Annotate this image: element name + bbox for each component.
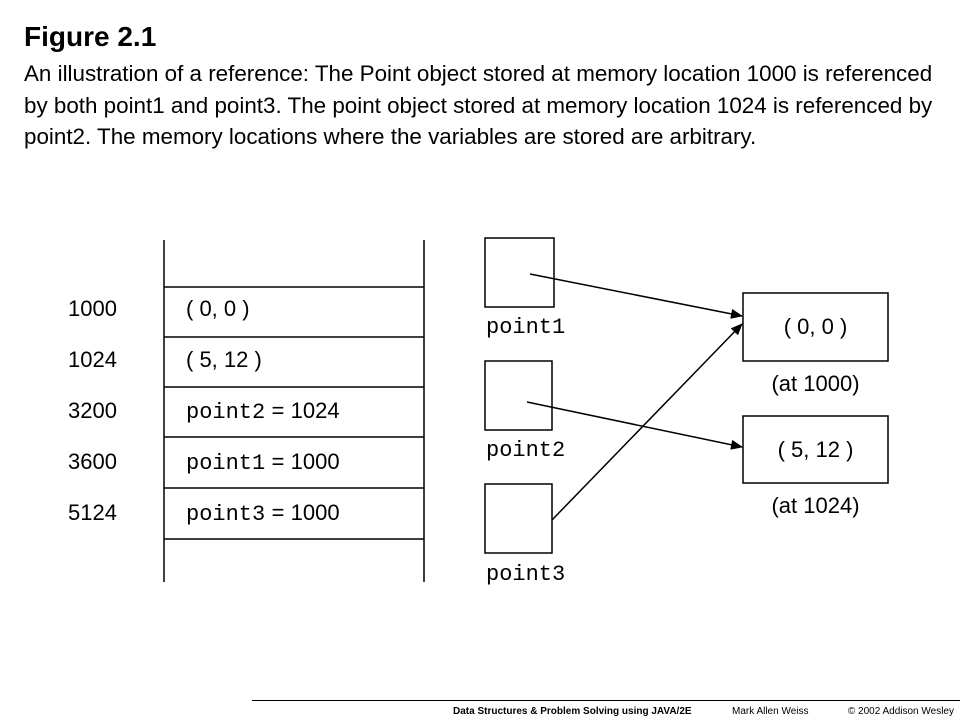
- object-value-1000: ( 0, 0 ): [783, 314, 848, 339]
- object-location-1024: (at 1024): [771, 493, 860, 518]
- memory-cell-object: ( 0, 0 ): [186, 296, 250, 321]
- memory-cell-reference: point3 = 1000: [186, 502, 340, 526]
- address-label: 3200: [68, 398, 117, 423]
- reference-value: 1024: [290, 398, 340, 423]
- address-label: 3600: [68, 449, 117, 474]
- address-label: 1024: [68, 347, 117, 372]
- reference-value: 1000: [290, 449, 340, 474]
- footer-divider: [252, 700, 960, 701]
- point2-arrow: [526, 401, 743, 450]
- equals-sign: =: [271, 502, 285, 527]
- variable-name: point2: [186, 400, 266, 425]
- equals-sign: =: [271, 451, 285, 476]
- memory-cell-reference: point2 = 1024: [186, 400, 340, 424]
- point1-label: point1: [486, 315, 566, 340]
- point1-box: [484, 237, 555, 308]
- footer-copyright: © 2002 Addison Wesley: [847, 706, 954, 717]
- footer-author: Mark Allen Weiss: [732, 706, 809, 717]
- equals-sign: =: [271, 400, 285, 425]
- figure-caption: An illustration of a reference: The Poin…: [24, 61, 933, 149]
- address-label: 1000: [68, 296, 117, 321]
- point2-box: [484, 360, 553, 431]
- point3-label: point3: [486, 562, 566, 587]
- object-box-1024: [742, 415, 889, 484]
- reference-value: 1000: [290, 500, 340, 525]
- figure-title: Figure 2.1: [24, 21, 157, 52]
- object-location-1000: (at 1000): [771, 371, 860, 396]
- memory-cell-object: ( 5, 12 ): [186, 347, 262, 372]
- variable-name: point3: [186, 502, 266, 527]
- object-box-1000: [742, 292, 889, 362]
- object-value-1024: ( 5, 12 ): [777, 437, 854, 462]
- address-label: 5124: [68, 500, 117, 525]
- point3-arrow: [551, 323, 743, 521]
- footer-book-title: Data Structures & Problem Solving using …: [453, 706, 692, 717]
- variable-name: point1: [186, 451, 266, 476]
- memory-cell-reference: point1 = 1000: [186, 451, 340, 475]
- point3-box: [484, 483, 553, 554]
- point2-label: point2: [486, 438, 566, 463]
- point1-arrow: [529, 273, 743, 319]
